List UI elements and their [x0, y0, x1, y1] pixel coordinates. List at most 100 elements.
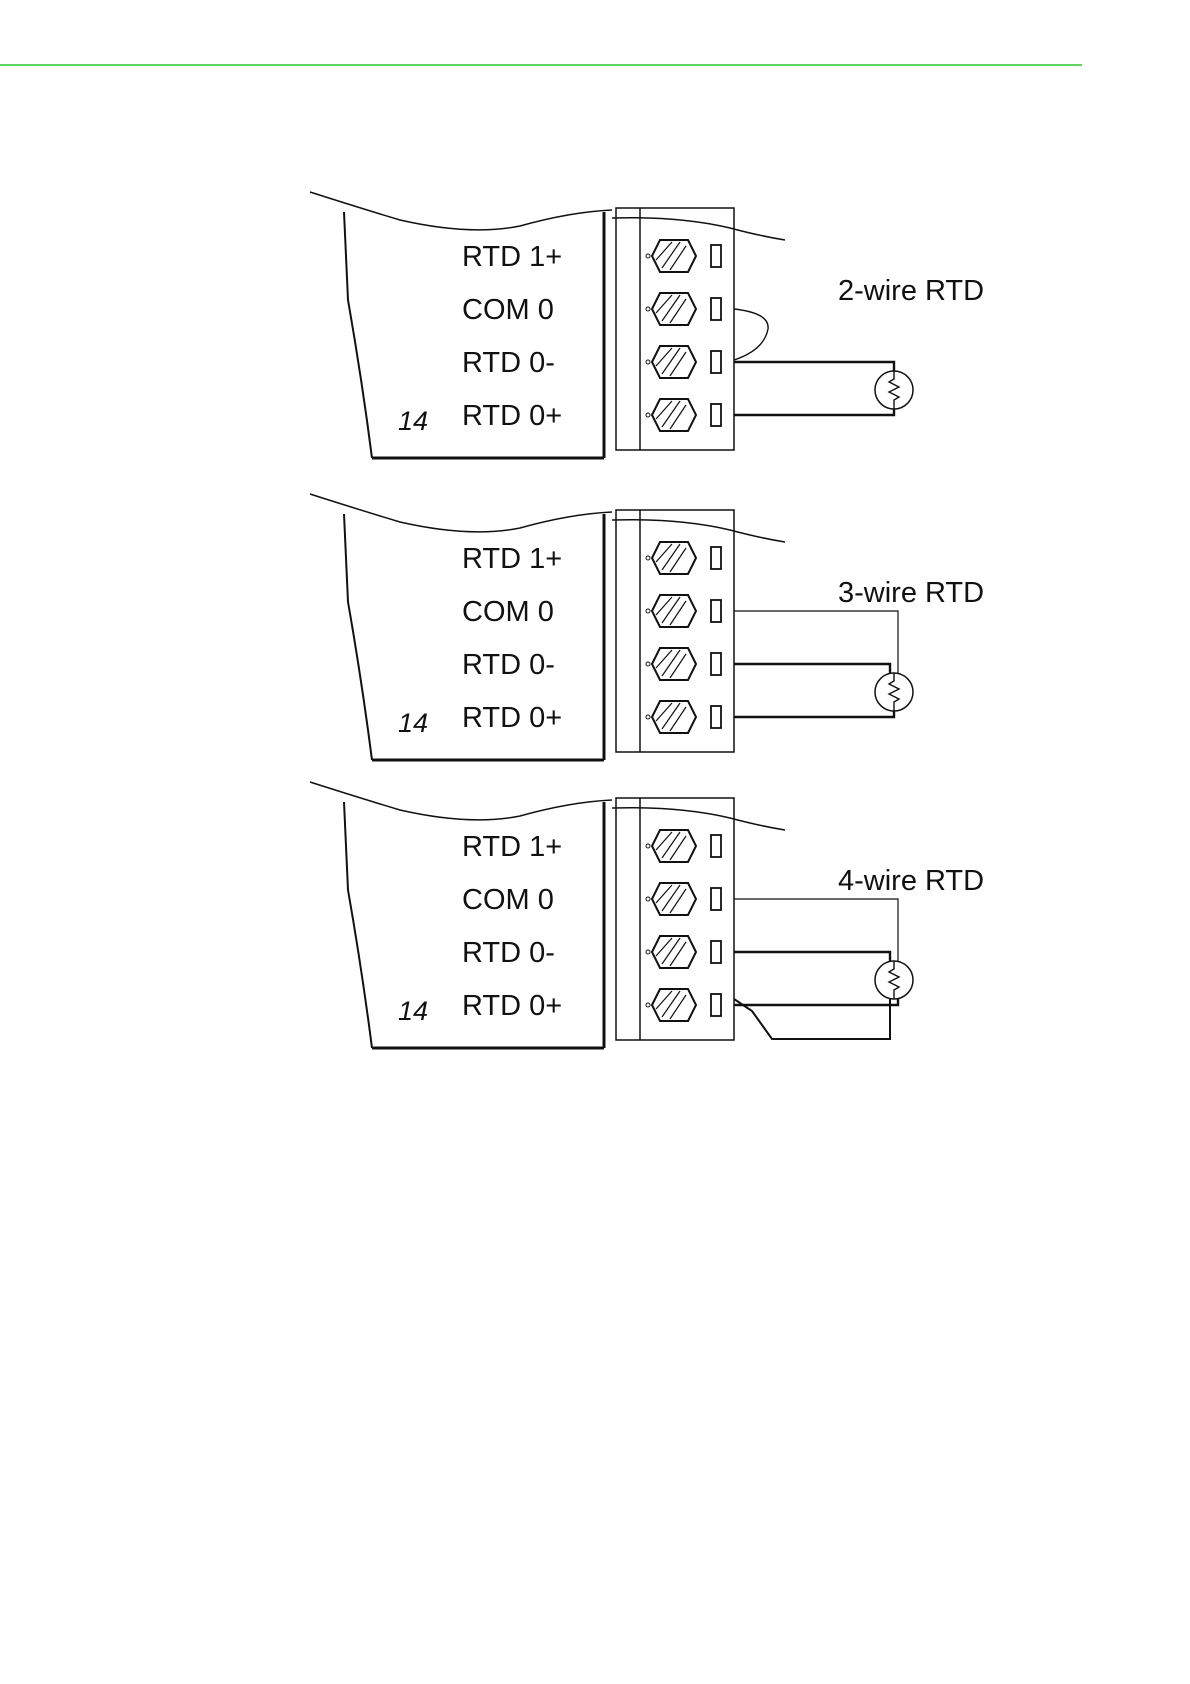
wire-slot: [711, 351, 721, 373]
wire-slot: [711, 706, 721, 728]
pin-number: 14: [398, 406, 428, 436]
screw-hatch: [662, 650, 680, 676]
rtd-wire: [734, 711, 894, 717]
screw-dot: [646, 360, 650, 364]
screw-hatch: [662, 295, 680, 321]
wire-slot: [711, 245, 721, 267]
rtd-zigzag: [889, 371, 899, 409]
module-left-edge: [344, 212, 372, 458]
wire-slot: [711, 888, 721, 910]
terminal-label: RTD 1+: [462, 831, 562, 863]
screw-dot: [646, 413, 650, 417]
screw-dot: [646, 609, 650, 613]
rtd-wire: [734, 952, 890, 961]
screw-hatch: [670, 601, 686, 625]
screw-hatch: [662, 703, 680, 729]
wire-slot: [711, 994, 721, 1016]
screw-icon: [652, 648, 696, 680]
screw-icon: [652, 989, 696, 1021]
wire-slot: [711, 653, 721, 675]
screw-hatch: [670, 836, 686, 860]
screw-hatch: [670, 942, 686, 966]
screw-hatch: [662, 544, 680, 570]
screw-icon: [652, 399, 696, 431]
screw-dot: [646, 1003, 650, 1007]
terminal-label: RTD 1+: [462, 241, 562, 273]
terminal-torn-edge: [612, 520, 785, 542]
screw-hatch: [662, 832, 680, 858]
terminal-label: RTD 0-: [462, 649, 555, 681]
rtd-wire: [734, 409, 894, 415]
rtd-wire: [734, 362, 894, 371]
rtd-wire: [734, 664, 890, 673]
screw-hatch: [670, 246, 686, 270]
screw-hatch: [662, 885, 680, 911]
terminal-label: RTD 1+: [462, 543, 562, 575]
screw-icon: [652, 542, 696, 574]
module-left-edge: [344, 802, 372, 1048]
screw-icon: [652, 883, 696, 915]
wire-slot: [711, 835, 721, 857]
screw-hatch: [670, 548, 686, 572]
wiring-block-4-wire: 14 4-wire RTD RTD 1+ COM 0 RTD 0- RTD 0+: [310, 782, 984, 1048]
terminal-label: RTD 0+: [462, 990, 562, 1022]
module-torn-edge: [310, 782, 612, 820]
screw-hatch: [670, 707, 686, 731]
screw-hatch: [662, 242, 680, 268]
jumper-wire: [734, 309, 768, 360]
screw-dot: [646, 662, 650, 666]
terminal-label: COM 0: [462, 596, 554, 628]
module-torn-edge: [310, 192, 612, 230]
rtd-wire: [734, 999, 898, 1005]
pin-number: 14: [398, 996, 428, 1026]
screw-hatch: [670, 995, 686, 1019]
screw-icon: [652, 346, 696, 378]
module-torn-edge: [310, 494, 612, 532]
screw-icon: [652, 240, 696, 272]
terminal-label: RTD 0-: [462, 937, 555, 969]
rtd-title: 3-wire RTD: [838, 577, 984, 609]
terminal-torn-edge: [612, 808, 785, 830]
terminal-label: COM 0: [462, 294, 554, 326]
screw-dot: [646, 950, 650, 954]
wire-slot: [711, 404, 721, 426]
module-left-edge: [344, 514, 372, 760]
wire-slot: [711, 298, 721, 320]
screw-hatch: [662, 597, 680, 623]
screw-hatch: [670, 889, 686, 913]
rtd-zigzag: [889, 673, 899, 711]
wire-slot: [711, 600, 721, 622]
screw-dot: [646, 307, 650, 311]
screw-icon: [652, 936, 696, 968]
terminal-torn-edge: [612, 218, 785, 240]
screw-dot: [646, 844, 650, 848]
terminal-label: RTD 0-: [462, 347, 555, 379]
rtd-title: 4-wire RTD: [838, 865, 984, 897]
rtd-title: 2-wire RTD: [838, 275, 984, 307]
screw-icon: [652, 595, 696, 627]
screw-hatch: [670, 654, 686, 678]
screw-icon: [652, 701, 696, 733]
terminal-label: RTD 0+: [462, 702, 562, 734]
screw-dot: [646, 254, 650, 258]
screw-hatch: [662, 348, 680, 374]
wire-slot: [711, 941, 721, 963]
screw-hatch: [670, 405, 686, 429]
screw-dot: [646, 556, 650, 560]
wiring-block-3-wire: 14 3-wire RTD RTD 1+ COM 0 RTD 0- RTD 0+: [310, 494, 984, 760]
screw-hatch: [662, 401, 680, 427]
pin-number: 14: [398, 708, 428, 738]
screw-hatch: [670, 352, 686, 376]
screw-hatch: [662, 991, 680, 1017]
screw-icon: [652, 293, 696, 325]
terminal-label: COM 0: [462, 884, 554, 916]
screw-hatch: [670, 299, 686, 323]
screw-dot: [646, 715, 650, 719]
screw-hatch: [662, 938, 680, 964]
screw-dot: [646, 897, 650, 901]
wire-slot: [711, 547, 721, 569]
rtd-zigzag: [889, 961, 899, 999]
screw-icon: [652, 830, 696, 862]
